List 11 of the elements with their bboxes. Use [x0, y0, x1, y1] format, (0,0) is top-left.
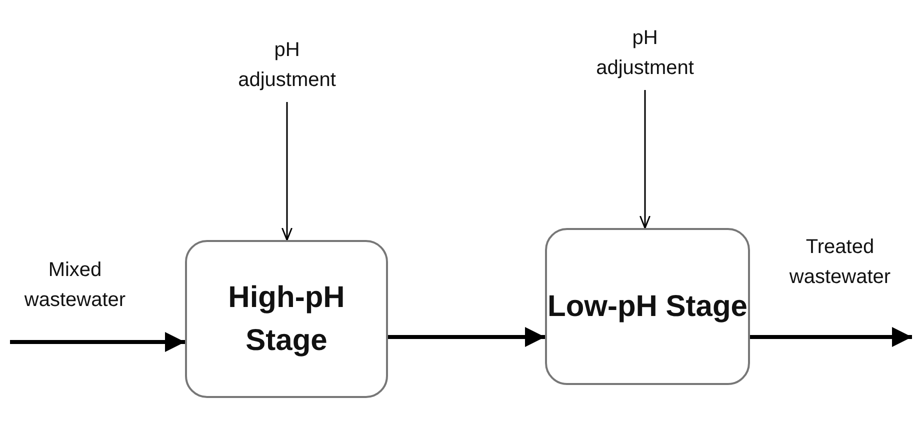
arrow [750, 327, 912, 347]
input-label: pH adjustment [590, 18, 700, 88]
arrow [281, 102, 293, 241]
process-box [185, 240, 388, 398]
arrow [10, 332, 185, 352]
stage-label: High-pH Stage [227, 280, 346, 359]
arrow [639, 90, 651, 229]
stage-label: Low-pH Stage [548, 288, 748, 325]
process-box [545, 228, 750, 385]
input-label: pH adjustment [232, 30, 342, 100]
arrow [388, 327, 545, 347]
